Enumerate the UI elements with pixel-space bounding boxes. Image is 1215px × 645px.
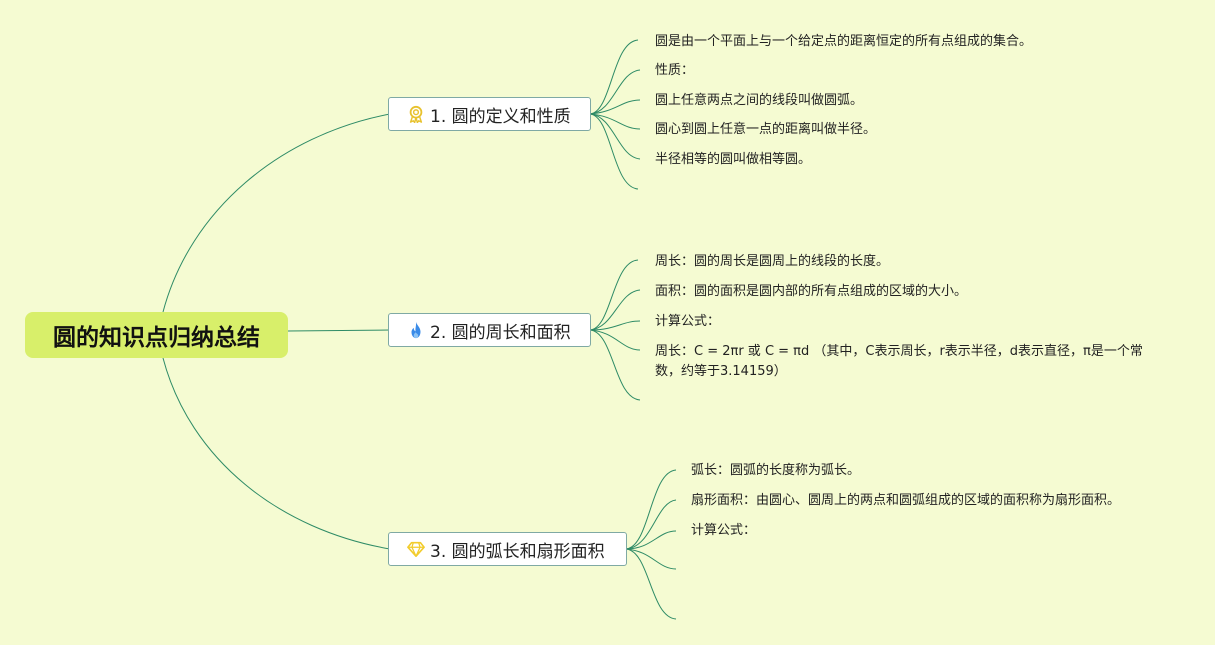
branch-arc-sector[interactable]: 3. 圆的弧长和扇形面积 [388, 532, 627, 566]
leaf-equal-circles[interactable]: 半径相等的圆叫做相等圆。 [655, 152, 812, 167]
leaf-arc-definition[interactable]: 圆上任意两点之间的线段叫做圆弧。 [655, 93, 864, 108]
connector-root-branch-2 [287, 329, 391, 332]
connector-root-branch-3 [162, 357, 391, 550]
leaf-radius-definition[interactable]: 圆心到圆上任意一点的距离叫做半径。 [655, 122, 877, 137]
root-topic[interactable]: 圆的知识点归纳总结 [25, 312, 288, 358]
branch-circumference-area[interactable]: 2. 圆的周长和面积 [388, 313, 591, 347]
diamond-icon [407, 540, 425, 558]
branch-arc-sector-label: 3. 圆的弧长和扇形面积 [430, 541, 605, 562]
leaf-circle-definition[interactable]: 圆是由一个平面上与一个给定点的距离恒定的所有点组成的集合。 [655, 34, 1033, 49]
award-ribbon-icon [407, 105, 425, 123]
flame-icon [407, 321, 425, 339]
leaf-circumference-definition[interactable]: 周长：圆的周长是圆周上的线段的长度。 [655, 254, 890, 269]
branch-definition-properties-label: 1. 圆的定义和性质 [430, 106, 571, 127]
leaf-properties-heading[interactable]: 性质： [655, 63, 695, 78]
leaf-area-definition[interactable]: 面积：圆的面积是圆内部的所有点组成的区域的大小。 [655, 284, 968, 299]
leaf-sector-area-definition[interactable]: 扇形面积：由圆心、圆周上的两点和圆弧组成的区域的面积称为扇形面积。 [691, 493, 1121, 508]
leaf-sector-formula-heading[interactable]: 计算公式： [691, 523, 757, 538]
branch-circumference-area-label: 2. 圆的周长和面积 [430, 322, 571, 343]
leaf-formula-heading[interactable]: 计算公式： [655, 314, 721, 329]
root-topic-label: 圆的知识点归纳总结 [53, 325, 260, 351]
leaf-arc-length-definition[interactable]: 弧长：圆弧的长度称为弧长。 [691, 463, 861, 478]
connector-root-branch-1 [162, 113, 391, 313]
leaf-circumference-formula[interactable]: 周长：C = 2πr 或 C = πd （其中，C表示周长，r表示半径，d表示直… [655, 344, 1143, 379]
branch-definition-properties[interactable]: 1. 圆的定义和性质 [388, 97, 591, 131]
